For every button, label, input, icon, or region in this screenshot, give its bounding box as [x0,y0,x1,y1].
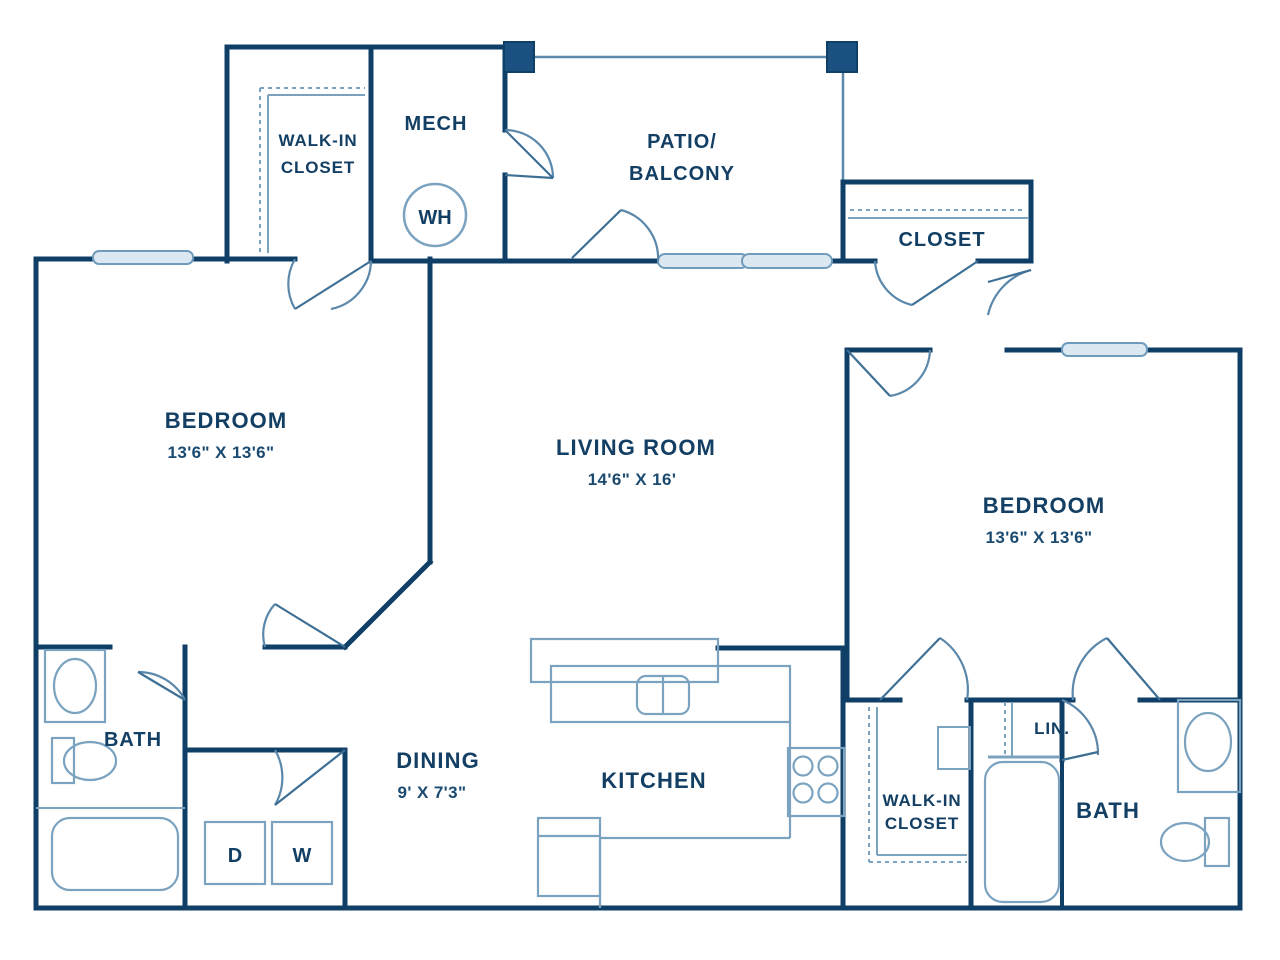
label-living-room-dimensions: 14'6" X 16' [588,470,677,489]
door-leaf-closet-tr-l [911,260,979,306]
door-arc-bedroom-right [889,349,932,398]
label-dining-dimensions: 9' X 7'3" [398,783,467,802]
water-heater-label: WH [418,207,451,229]
label-walk-in-closet-right-line1: WALK-IN [882,791,961,810]
dryer-label: D [228,845,242,867]
door-leaf-linen [1061,750,1099,762]
door-arc-laundry [274,749,284,806]
toilet-tank-bath-left [50,736,76,785]
door-leaf-mech [504,129,554,179]
kitchen-counter-upper [529,637,720,684]
label-bedroom-left-dimensions: 13'6" X 13'6" [168,443,275,462]
burner-bottom-right [817,782,839,804]
washer-box [270,820,334,886]
door-arc-linen [1061,698,1100,756]
door-leaf-laundry [274,749,346,806]
dryer-box [203,820,267,886]
label-living-room: LIVING ROOM [556,435,716,460]
toilet-tank-bath-right [1203,816,1231,868]
door-arc-wic-left [287,258,296,310]
bathtub-bath-left [50,816,180,892]
door-arc-bedroom-left-b [330,260,373,311]
sink-basin-bath-right [1183,711,1233,773]
bath-right-fixtures [983,698,1242,904]
door-arc-patio [620,208,660,262]
door-arc-mech [504,128,555,179]
label-patio-line1: PATIO/ [647,131,717,153]
label-dining: DINING [396,748,480,773]
burner-top-right [817,755,839,777]
label-walk-in-closet-right-line2: CLOSET [885,814,959,833]
slider-panel-right [741,253,833,269]
door-leaf-patio [571,209,622,259]
door-arc-closet-tr-l [873,260,913,307]
burner-bottom-left [792,782,814,804]
slider-panel-left [657,253,749,269]
balcony-post-right [826,41,858,73]
door-arc-bath-right [1071,637,1108,701]
refrigerator [536,816,602,898]
label-bath-left: BATH [104,729,162,751]
bath-left-fixtures [36,648,185,892]
label-linen: LIN. [1034,719,1070,738]
door-swings [137,128,1161,806]
windows [92,250,1148,357]
closet-shelving [259,87,1060,863]
laundry-appliances: D W [203,820,334,886]
balcony-rail-group [503,41,858,73]
burner-top-left [792,755,814,777]
toilet-bowl-bath-right [1159,821,1211,863]
label-walk-in-closet-left-line2: CLOSET [281,158,355,177]
sink-basin-bath-left [52,657,98,715]
balcony-post-left [503,41,535,73]
label-patio-line2: BALCONY [629,163,735,185]
window-bedroom-left [92,250,194,265]
label-mech: MECH [405,113,468,135]
door-leaf-bath-right [1106,637,1161,701]
label-bedroom-right: BEDROOM [983,493,1106,518]
door-leaf-wic-left [294,260,372,310]
bathtub-bath-right [983,760,1061,904]
closet-shelf-unit-wic-right [937,726,971,770]
range-stove [786,746,846,818]
toilet-bowl-bath-left [62,740,118,782]
label-walk-in-closet-left-line1: WALK-IN [278,131,357,150]
sink-counter-bath-left [43,648,107,724]
sliding-glass-door[interactable] [657,253,833,269]
door-leaf-wic-right [879,637,941,701]
door-arc-bath-left [137,670,186,701]
door-leaf-bedroom-right [846,349,891,397]
water-heater-group: WH [402,182,468,248]
label-closet-top-right: CLOSET [898,229,985,251]
door-leaf-bedroom-left-a [274,603,346,648]
door-leaf-closet-tr-r [987,268,1032,284]
door-arc-wic-right [939,637,969,701]
door-leaf-mech-b [504,173,554,180]
washer-label: W [293,845,312,867]
kitchen-fixtures [529,637,846,908]
sink-counter-bath-right [1176,698,1242,794]
label-bedroom-right-dimensions: 13'6" X 13'6" [986,528,1093,547]
water-heater-icon [402,182,468,248]
door-leaf-bath-left [137,671,186,701]
label-bedroom-left: BEDROOM [165,408,288,433]
room-labels: WALK-IN CLOSET MECH PATIO/ BALCONY CLOSE… [104,113,1140,833]
wall-bedroomleft-angled [341,558,434,651]
label-bath-right: BATH [1076,798,1140,823]
label-kitchen: KITCHEN [601,768,706,793]
window-bedroom-right [1061,342,1148,357]
door-arc-bedroom-left-a [262,603,276,648]
